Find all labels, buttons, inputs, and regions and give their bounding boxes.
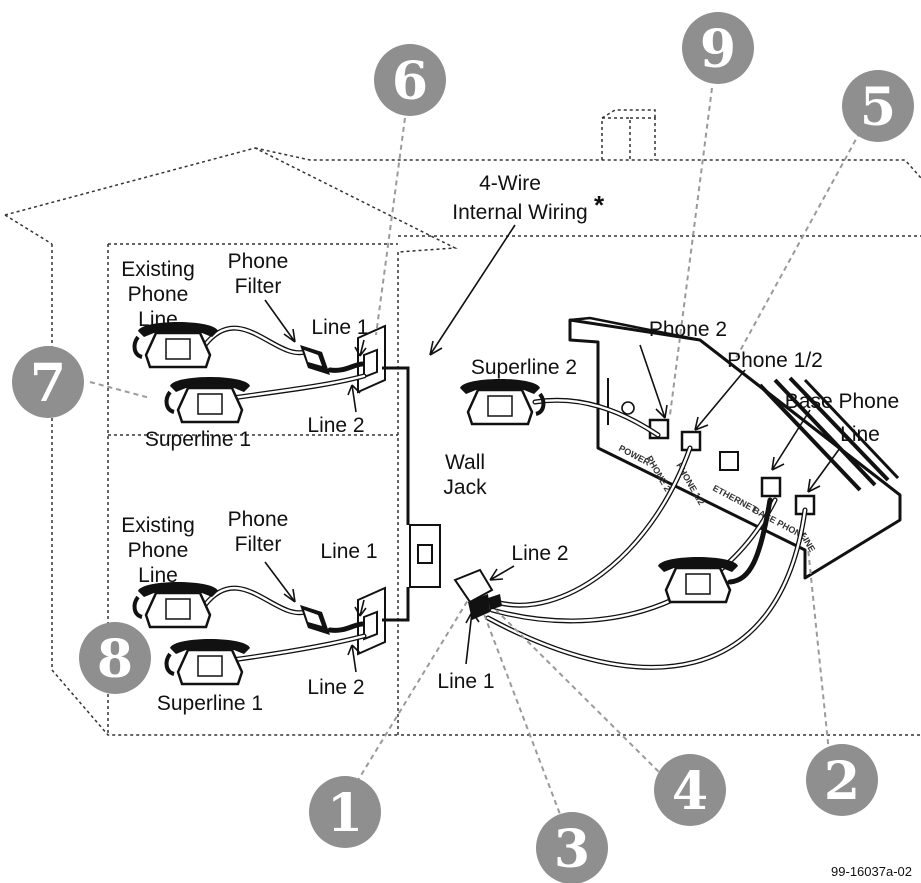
callout-1-number: 1 <box>327 783 363 844</box>
callout-9-number: 9 <box>700 19 736 80</box>
label-existing-top-1: Existing <box>121 258 195 281</box>
callout-6-number: 6 <box>392 51 428 112</box>
label-wall-jack-1: Wall <box>445 451 485 474</box>
label-line: Line <box>840 423 880 446</box>
label-line1-bottom: Line 1 <box>320 540 377 563</box>
label-splitter-line2: Line 2 <box>511 542 568 565</box>
label-line2-top: Line 2 <box>307 414 364 437</box>
label-filter-bottom-2: Filter <box>235 533 282 556</box>
callout-8-number: 8 <box>97 629 133 690</box>
callout-9: 9 <box>682 12 754 84</box>
label-existing-top-3: Line <box>138 308 178 331</box>
label-existing-bottom-2: Phone <box>128 539 189 562</box>
wall-jack-bottom <box>357 586 386 656</box>
label-base-phone: Base Phone <box>785 390 899 413</box>
phone-cords <box>202 325 808 670</box>
label-filter-bottom-1: Phone <box>228 508 289 531</box>
pointer-arrows <box>264 224 841 673</box>
label-filter-top-1: Phone <box>228 250 289 273</box>
label-phone12: Phone 1/2 <box>727 349 823 372</box>
label-existing-bottom-3: Line <box>138 564 178 587</box>
label-existing-top-2: Phone <box>128 283 189 306</box>
callout-3-number: 3 <box>554 819 590 880</box>
callout-3: 3 <box>536 812 608 883</box>
callout-4: 4 <box>654 754 726 826</box>
phone-filter-bottom <box>300 605 330 635</box>
text-labels: 4-Wire Internal Wiring * Existing Phone … <box>121 172 912 879</box>
telephone-existing-bottom <box>132 582 218 629</box>
callout-8: 8 <box>79 622 151 694</box>
label-line1-top: Line 1 <box>311 316 368 339</box>
phone-filter-top <box>300 345 330 375</box>
callout-5-number: 5 <box>860 77 896 138</box>
label-splitter-line1: Line 1 <box>437 670 494 693</box>
label-wall-jack-2: Jack <box>443 476 487 499</box>
telephone-superline2 <box>460 379 546 426</box>
figure-code: 99-16037a-02 <box>831 864 912 879</box>
callout-leaders <box>89 87 861 831</box>
label-filter-top-2: Filter <box>235 275 282 298</box>
label-superline1-bottom: Superline 1 <box>157 692 263 715</box>
internal-wiring <box>382 366 410 622</box>
wall-jack-main <box>409 524 441 588</box>
label-superline2: Superline 2 <box>471 356 577 379</box>
callout-2-number: 2 <box>824 751 860 812</box>
callout-4-number: 4 <box>672 761 708 822</box>
telephone-superline1-top <box>164 377 250 424</box>
gateway-device: POWER PHONE 2 PHONE 1/2 ETHERNET BASE PH… <box>568 316 902 580</box>
label-internal-wiring: Internal Wiring <box>452 201 587 224</box>
label-asterisk: * <box>594 190 605 220</box>
telephone-base-phone <box>658 557 738 604</box>
callout-1: 1 <box>309 776 381 848</box>
label-existing-bottom-1: Existing <box>121 514 195 537</box>
label-superline1-top: Superline 1 <box>145 428 251 451</box>
callout-7-number: 7 <box>30 353 66 414</box>
label-phone2: Phone 2 <box>649 318 727 341</box>
callout-6: 6 <box>374 44 446 116</box>
callout-5: 5 <box>842 70 914 142</box>
label-4-wire: 4-Wire <box>479 172 541 195</box>
telephone-existing-top <box>132 322 218 369</box>
callout-7: 7 <box>12 346 84 418</box>
telephone-superline1-bottom <box>164 639 250 686</box>
label-line2-bottom: Line 2 <box>307 676 364 699</box>
callout-2: 2 <box>806 744 878 816</box>
